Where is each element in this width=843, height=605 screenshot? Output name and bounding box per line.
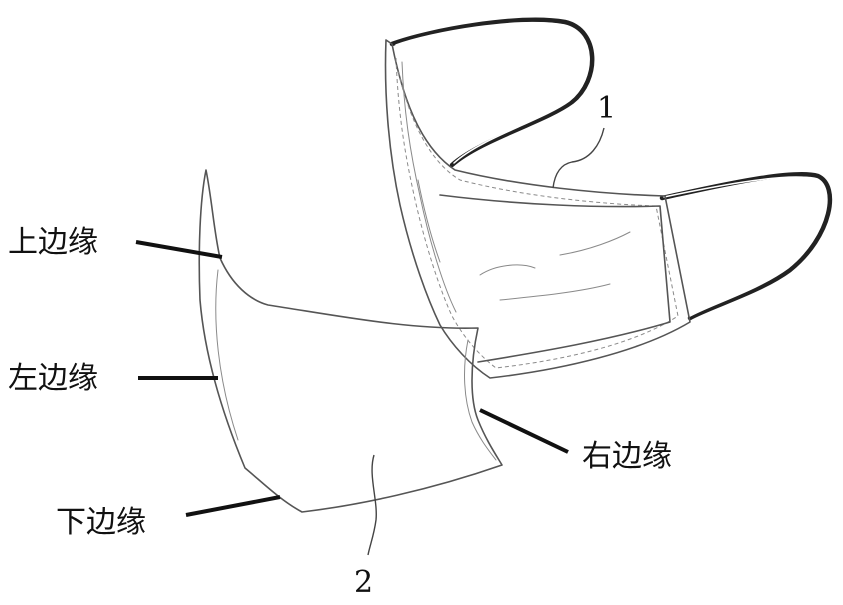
label-bottom-edge: 下边缘 xyxy=(56,505,146,540)
pointer-mask xyxy=(552,127,605,189)
mask-stitch-line xyxy=(395,57,679,369)
ref-number-mask: 1 xyxy=(597,91,616,126)
leader-bottom-edge xyxy=(185,495,281,517)
ear-loop-right-highlight xyxy=(663,176,827,317)
mask-body xyxy=(384,17,833,379)
ear-loop-top-highlight xyxy=(395,22,590,164)
mask-inner-line xyxy=(401,61,457,313)
label-right-edge: 右边缘 xyxy=(582,439,672,474)
mask-fold-2 xyxy=(559,231,631,256)
mask-front-panel xyxy=(439,194,671,363)
mask-panel-outline xyxy=(384,39,691,379)
mask-fold-1 xyxy=(479,264,536,276)
label-top-edge: 上边缘 xyxy=(8,225,98,260)
ear-loop-top xyxy=(389,17,595,168)
cover-inner-edge-2 xyxy=(215,269,239,441)
cover-outline xyxy=(198,169,503,513)
mask-fold-3 xyxy=(417,179,441,263)
cover-layer xyxy=(198,169,503,513)
mask-fold-4 xyxy=(499,283,611,301)
label-left-edge: 左边缘 xyxy=(8,361,98,396)
leader-right-edge xyxy=(479,408,569,454)
leader-top-edge xyxy=(135,240,223,259)
ear-loop-right xyxy=(659,172,833,321)
pointer-cover xyxy=(367,454,377,556)
cover-inner-edge-1 xyxy=(464,339,497,461)
ref-number-cover: 2 xyxy=(354,565,373,600)
